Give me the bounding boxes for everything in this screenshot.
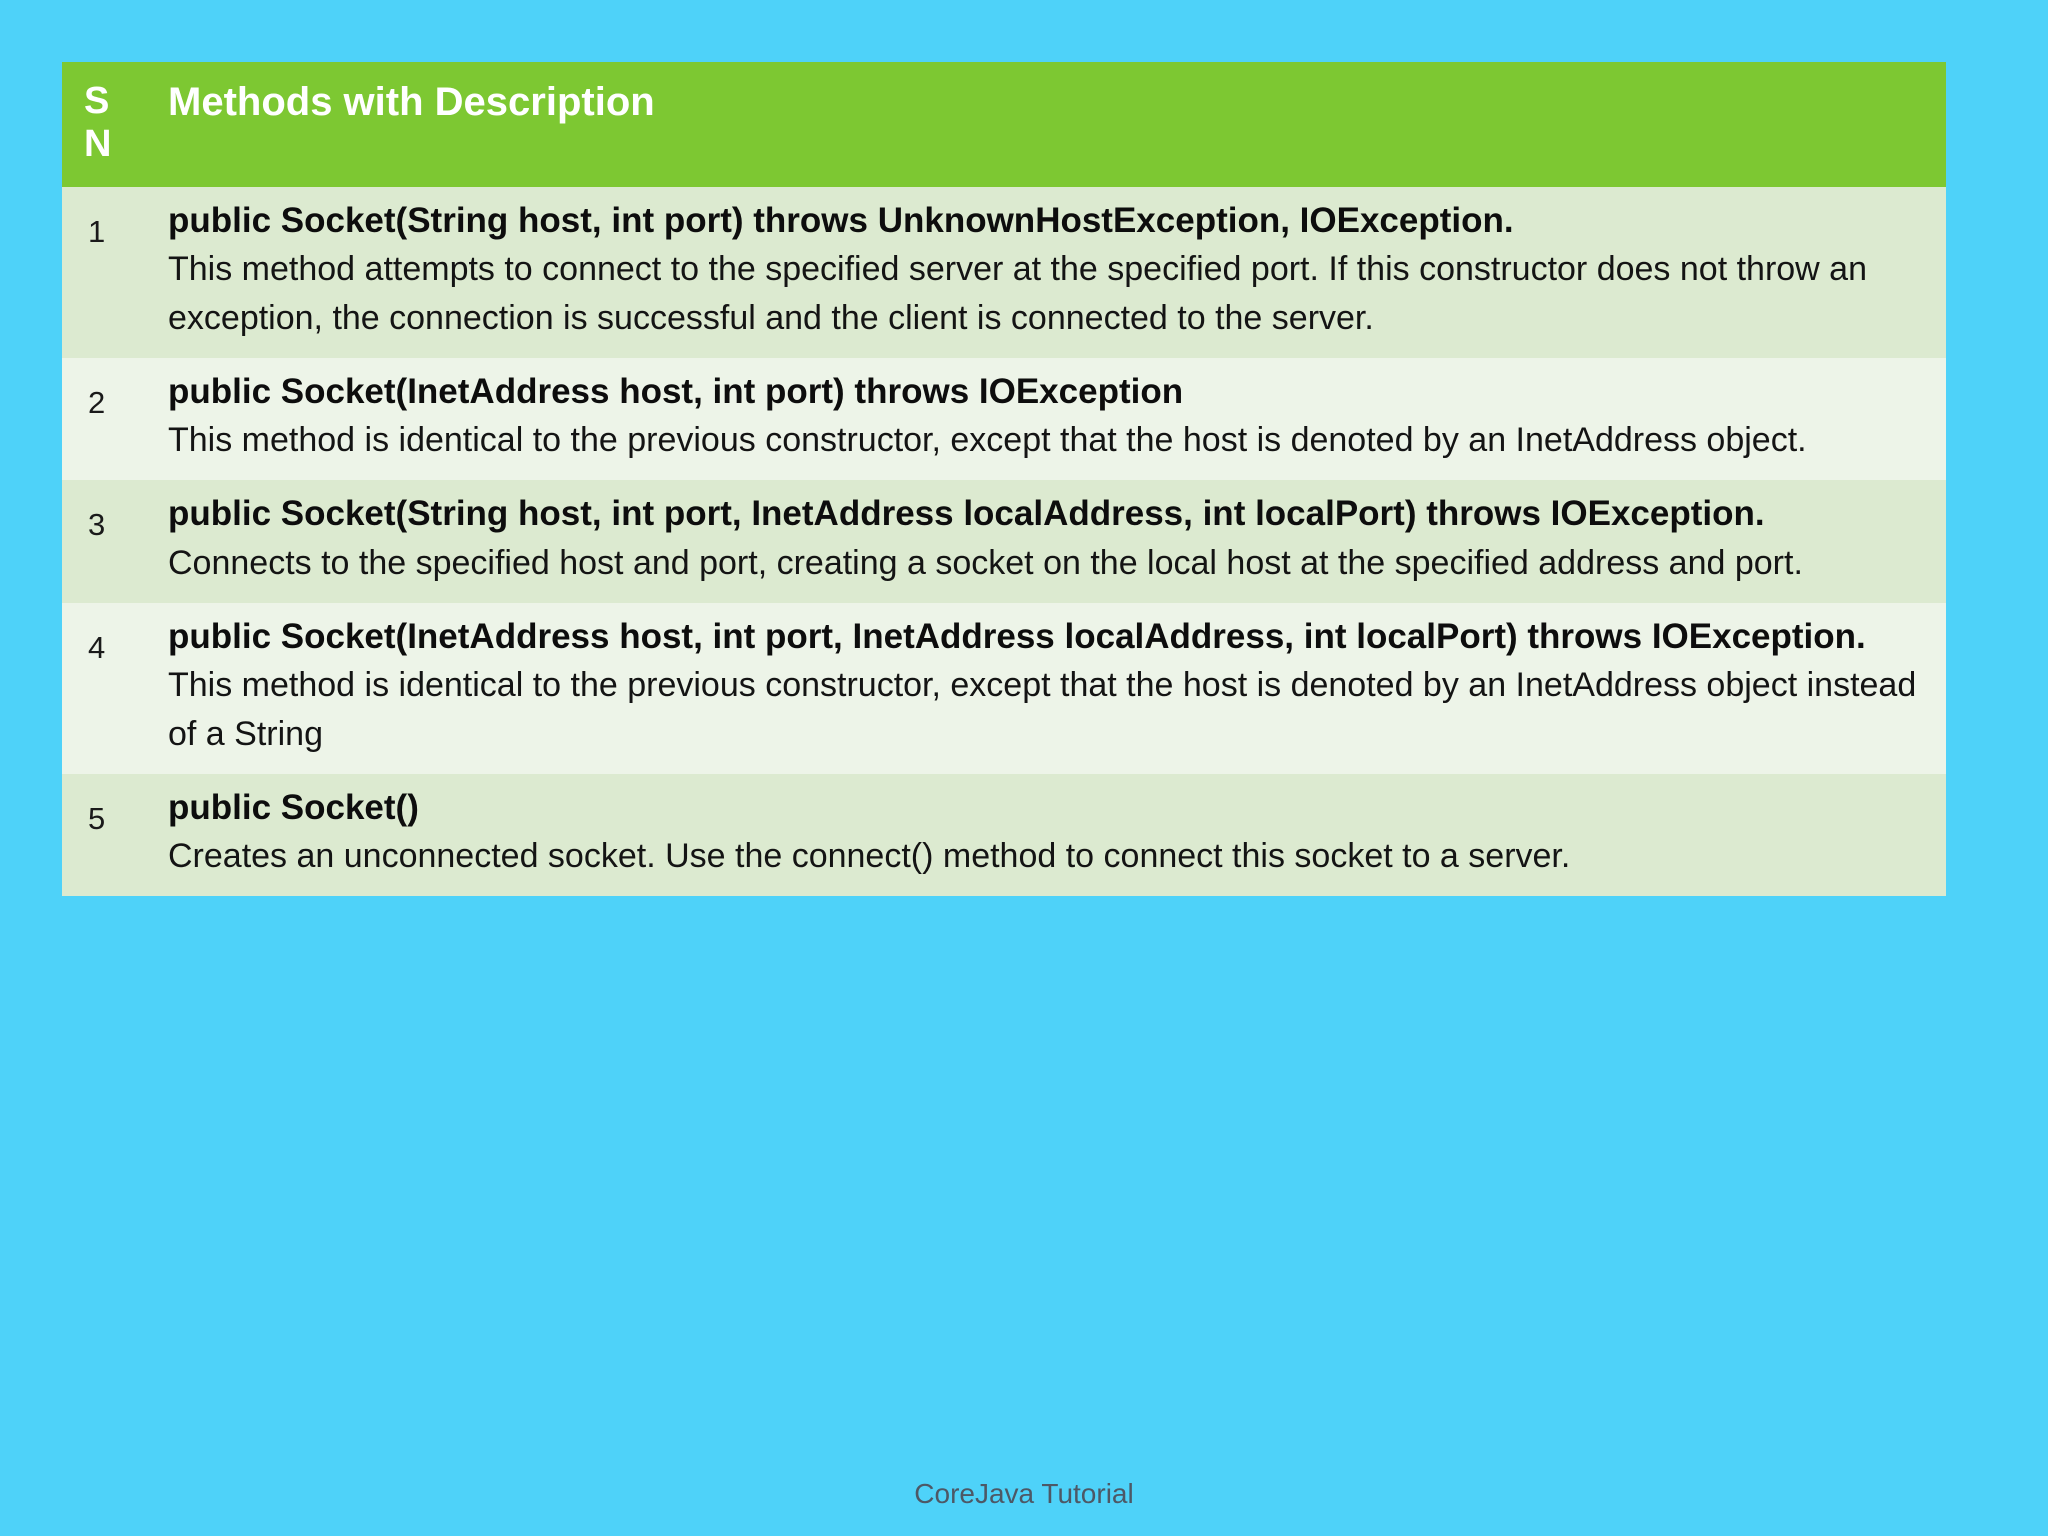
table-row: 4 public Socket(InetAddress host, int po… <box>62 603 1946 774</box>
method-description: Connects to the specified host and port,… <box>168 543 1803 582</box>
row-content: public Socket() Creates an unconnected s… <box>160 773 1946 897</box>
row-sn: 1 <box>62 187 160 358</box>
table-row: 5 public Socket() Creates an unconnected… <box>62 773 1946 897</box>
method-signature: public Socket(String host, int port, Ine… <box>168 494 1765 534</box>
row-content: public Socket(String host, int port) thr… <box>160 187 1946 358</box>
row-content: public Socket(InetAddress host, int port… <box>160 603 1946 774</box>
footer-caption: CoreJava Tutorial <box>914 1478 1134 1509</box>
table-row: 3 public Socket(String host, int port, I… <box>62 480 1946 604</box>
table-row: 1 public Socket(String host, int port) t… <box>62 187 1946 358</box>
row-sn: 2 <box>62 357 160 481</box>
column-header-sn: S N <box>62 62 160 188</box>
methods-table: S N Methods with Description 1 public So… <box>62 62 1946 897</box>
column-header-sn-line2: N <box>84 122 112 165</box>
row-sn: 4 <box>62 603 160 774</box>
row-sn: 5 <box>62 773 160 897</box>
method-signature: public Socket(InetAddress host, int port… <box>168 371 1184 411</box>
table-header: S N Methods with Description <box>62 62 1946 188</box>
row-content: public Socket(InetAddress host, int port… <box>160 357 1946 481</box>
column-header-description: Methods with Description <box>160 62 1946 188</box>
method-description: Creates an unconnected socket. Use the c… <box>168 837 1571 876</box>
table-body: 1 public Socket(String host, int port) t… <box>62 187 1946 897</box>
method-description: This method attempts to connect to the s… <box>168 250 1867 337</box>
table-header-row: S N Methods with Description <box>62 62 1946 188</box>
method-signature: public Socket() <box>168 787 419 827</box>
row-sn: 3 <box>62 480 160 604</box>
method-description: This method is identical to the previous… <box>168 421 1807 460</box>
method-signature: public Socket(InetAddress host, int port… <box>168 617 1866 657</box>
method-signature: public Socket(String host, int port) thr… <box>168 201 1514 241</box>
method-description: This method is identical to the previous… <box>168 666 1917 753</box>
table-row: 2 public Socket(InetAddress host, int po… <box>62 357 1946 481</box>
methods-table-container: S N Methods with Description 1 public So… <box>62 62 1946 897</box>
column-header-sn-line1: S <box>84 80 110 122</box>
row-content: public Socket(String host, int port, Ine… <box>160 480 1946 604</box>
